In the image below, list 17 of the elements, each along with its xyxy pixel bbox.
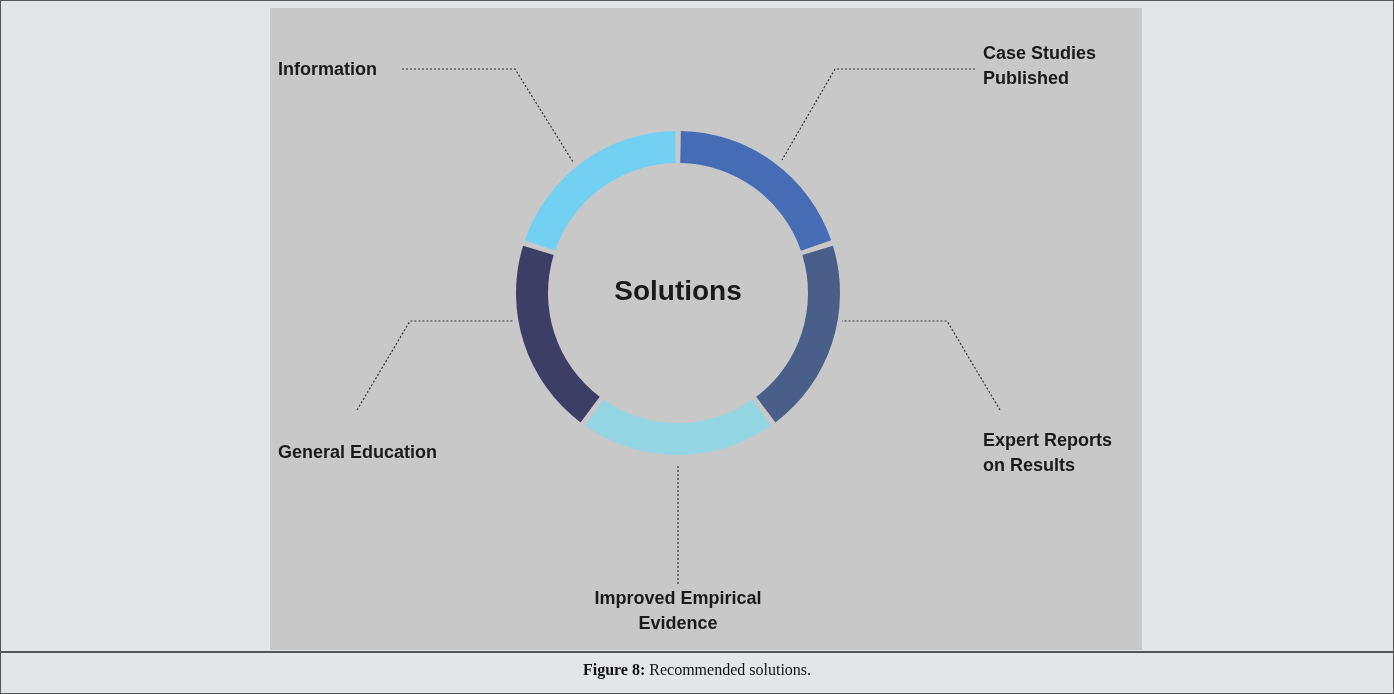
ring-segment [524,131,676,251]
ring-segment [756,245,840,423]
segment-label: Expert Reports on Results [983,428,1133,478]
segment-label: General Education [278,440,478,465]
segment-label: Improved Empirical Evidence [578,586,778,636]
figure-caption: Figure 8: Recommended solutions. [581,661,813,679]
ring-segment [585,399,771,455]
segment-label: Case Studies Published [983,41,1143,91]
leader-line [677,463,679,585]
leader-line [356,320,514,411]
leader-line [841,320,1001,411]
center-title: Solutions [613,274,743,308]
leader-line [401,68,574,163]
leader-line [781,68,976,161]
ring-segment [516,245,600,423]
segment-label: Information [278,57,418,82]
ring-segment [680,131,832,251]
